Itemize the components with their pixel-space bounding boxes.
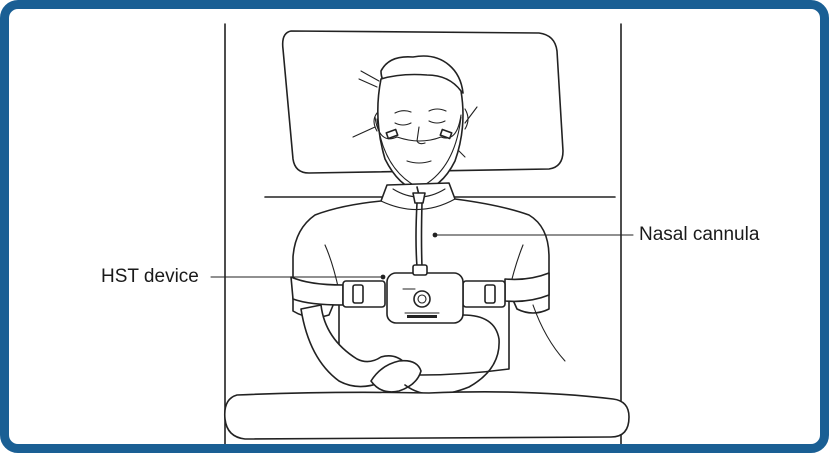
blanket	[225, 392, 629, 439]
hst-device-label: HST device	[101, 267, 199, 286]
nasal-cannula-label: Nasal cannula	[639, 225, 759, 244]
hst-device	[387, 265, 463, 323]
